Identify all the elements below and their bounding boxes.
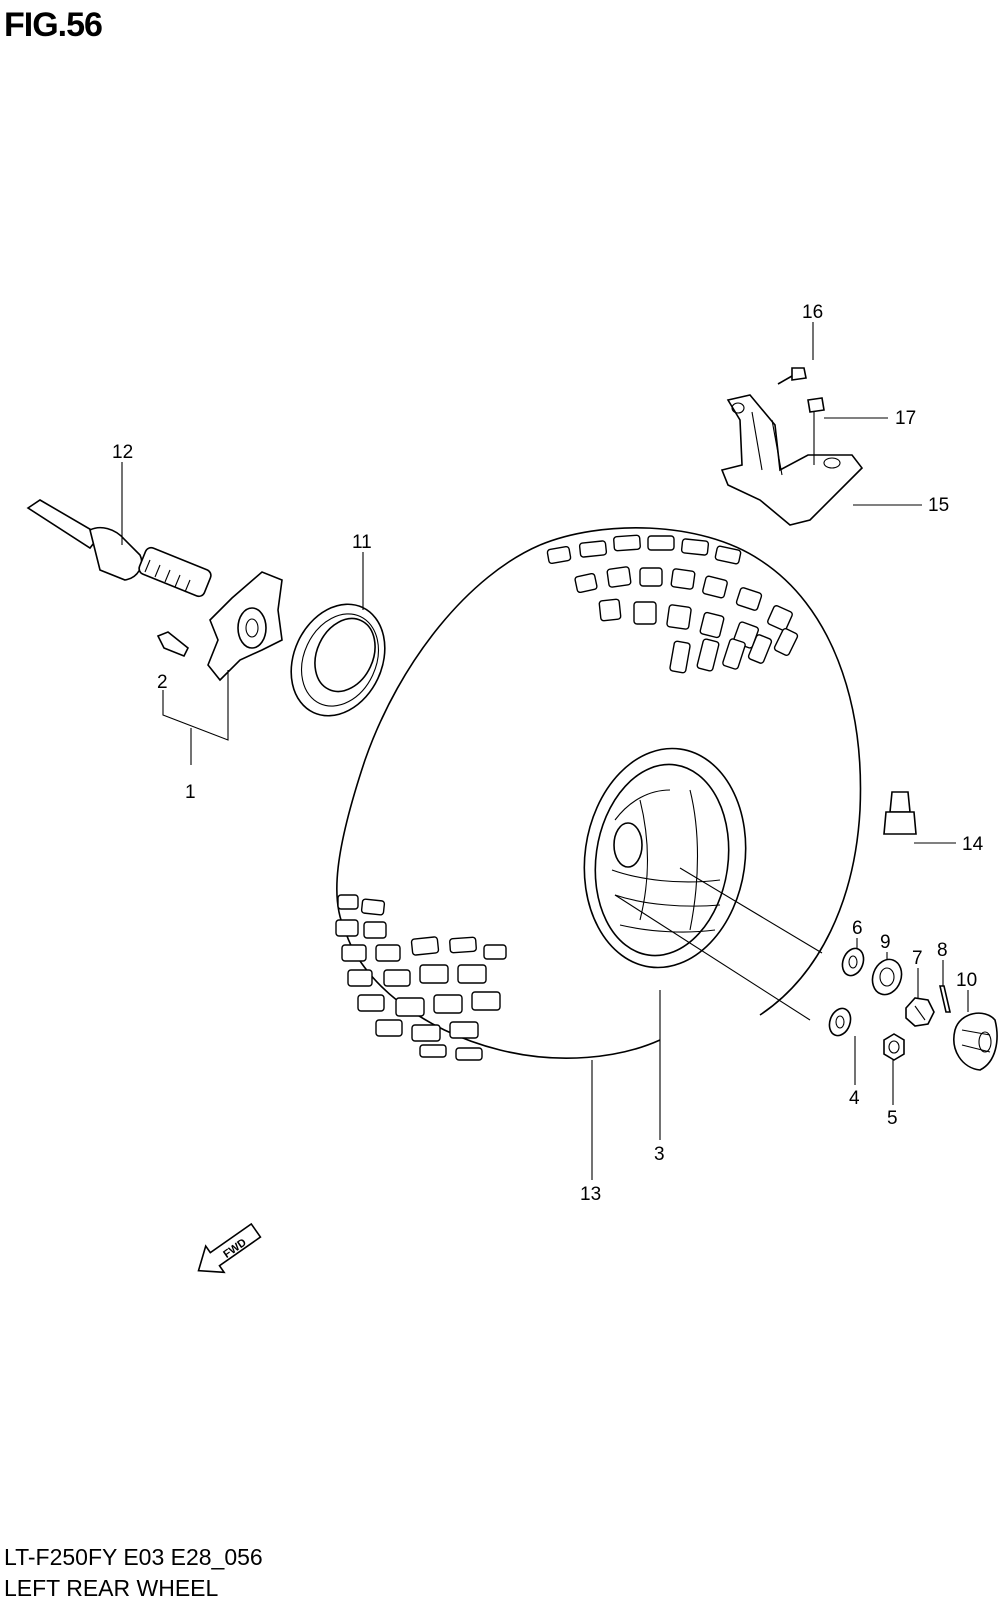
callout-2: 2 xyxy=(157,672,168,693)
callout-5: 5 xyxy=(887,1108,898,1129)
hub-cap-10[interactable] xyxy=(953,1012,998,1071)
callout-4: 4 xyxy=(849,1088,860,1109)
hub-flange-1[interactable] xyxy=(207,571,283,682)
leader-lines xyxy=(121,322,969,1180)
model-code: LT-F250FY E03 E28_056 xyxy=(4,1544,263,1570)
washer-4[interactable] xyxy=(826,1005,854,1038)
bracket-bolt-17[interactable] xyxy=(807,397,825,465)
callout-7: 7 xyxy=(912,948,923,969)
tire-valve-14[interactable] xyxy=(883,791,917,835)
dust-seal-plate-11[interactable] xyxy=(274,589,403,731)
spacer-9[interactable] xyxy=(868,955,907,998)
tire-tread-bottom xyxy=(335,894,507,1061)
fwd-arrow: FWD xyxy=(197,1222,262,1274)
callout-14: 14 xyxy=(962,834,984,855)
callout-11: 11 xyxy=(352,532,372,553)
diagram-caption: LEFT REAR WHEEL xyxy=(4,1575,219,1601)
callout-13: 13 xyxy=(580,1184,601,1205)
callout-12: 12 xyxy=(112,442,133,463)
wheel-rim-3[interactable] xyxy=(570,738,759,978)
tire-13[interactable] xyxy=(335,526,862,1061)
callout-16: 16 xyxy=(802,302,823,323)
callout-6: 6 xyxy=(852,918,863,939)
nut-5[interactable] xyxy=(883,1033,905,1061)
castle-nut-7[interactable] xyxy=(905,997,935,1027)
hub-bolt-2[interactable] xyxy=(156,631,190,658)
tire-tread-top xyxy=(546,534,799,674)
bracket-15[interactable] xyxy=(720,394,864,526)
callout-17: 17 xyxy=(895,408,916,429)
callout-15: 15 xyxy=(928,495,949,516)
cotter-pin-8[interactable] xyxy=(938,985,952,1013)
callout-labels: 12 2 1 11 16 17 15 14 6 9 7 8 10 4 5 3 1… xyxy=(112,302,984,1205)
callout-1: 1 xyxy=(185,782,196,803)
axle-line-upper xyxy=(679,867,823,954)
callout-9: 9 xyxy=(880,932,891,953)
bracket-bolt-16[interactable] xyxy=(777,367,807,385)
axle-line-lower xyxy=(614,894,811,1021)
figure-title: FIG.56 xyxy=(4,6,103,44)
callout-3: 3 xyxy=(654,1144,665,1165)
drive-shaft-12[interactable] xyxy=(26,499,213,598)
callout-10: 10 xyxy=(956,970,977,991)
washer-6[interactable] xyxy=(839,945,867,978)
callout-8: 8 xyxy=(937,940,948,961)
